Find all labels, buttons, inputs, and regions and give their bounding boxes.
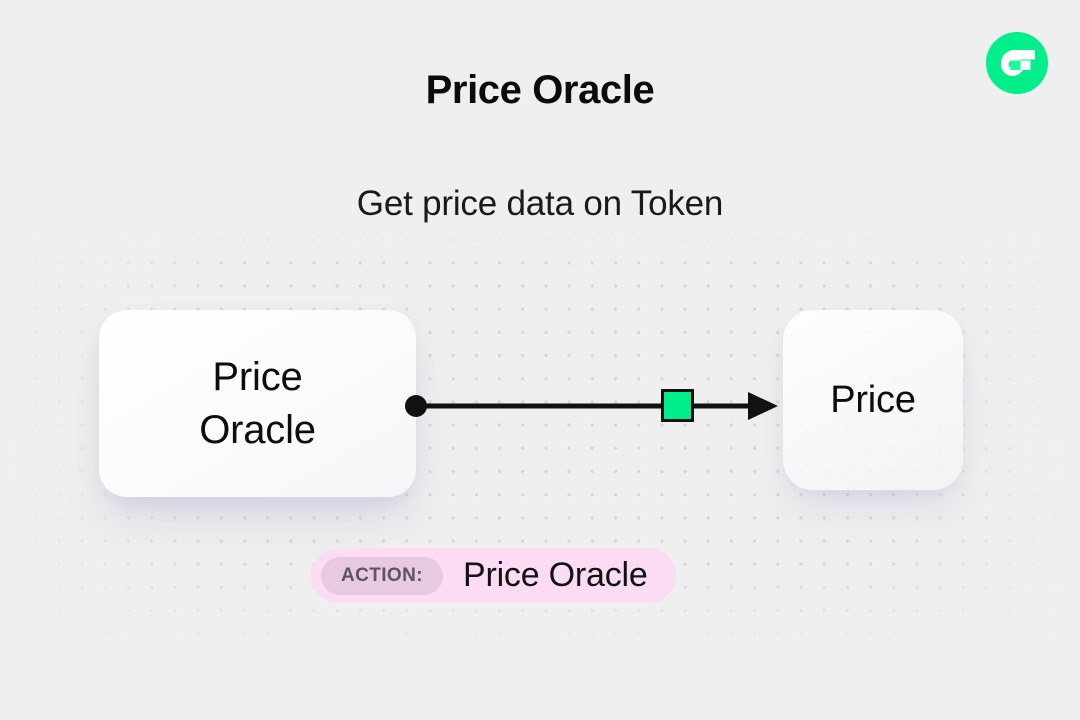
edge-midpoint-marker[interactable] xyxy=(661,389,694,422)
flow-logo-icon xyxy=(986,32,1048,94)
node-price[interactable]: Price xyxy=(783,310,963,490)
action-value: Price Oracle xyxy=(462,556,648,594)
page-title: Price Oracle xyxy=(425,68,655,112)
action-label-pill: ACTION: xyxy=(321,556,443,595)
node-price-oracle-label-line1: Price xyxy=(212,354,303,399)
page-subtitle: Get price data on Token xyxy=(356,184,724,223)
node-price-label: Price xyxy=(830,379,916,421)
node-price-oracle-label-line2: Oracle xyxy=(199,407,316,452)
action-badge: ACTION: Price Oracle xyxy=(311,548,676,603)
edge-arrowhead-icon xyxy=(748,392,778,420)
node-price-oracle[interactable]: Price Oracle xyxy=(99,310,416,497)
node-price-oracle-label: Price Oracle xyxy=(199,351,316,457)
